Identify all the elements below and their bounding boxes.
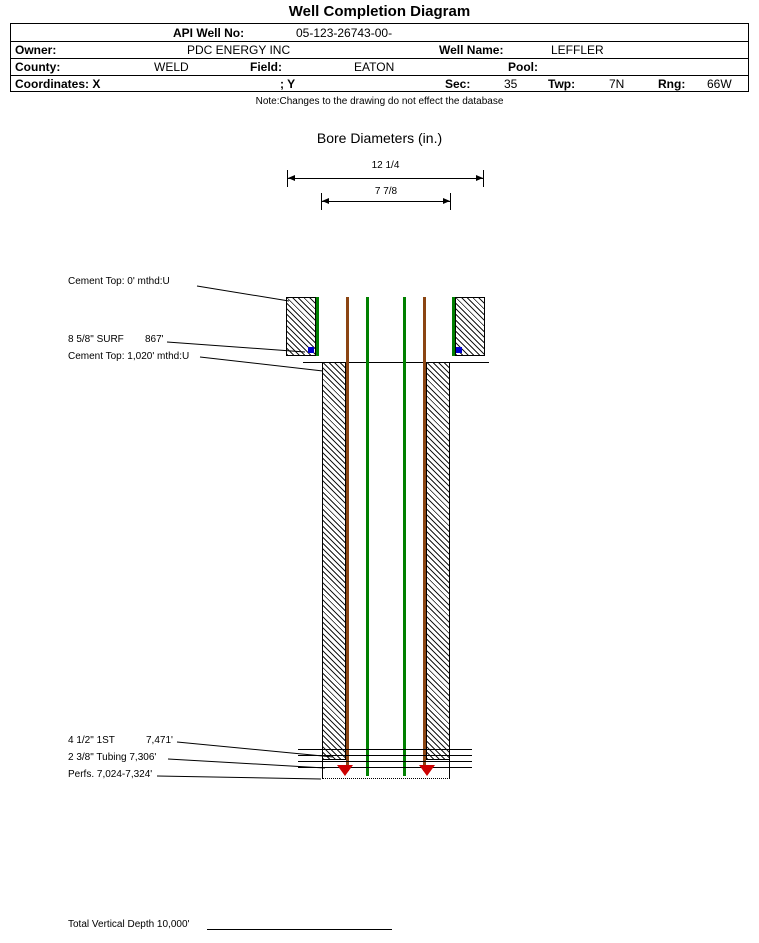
- cement-top-surface-label: Cement Top: 0' mthd:U: [68, 276, 170, 287]
- dim-tick-outer-left: [287, 170, 288, 187]
- dim-line-inner: [322, 201, 450, 202]
- casing-bottom-section: [322, 760, 450, 779]
- production-cement-left: [322, 362, 346, 760]
- surface-casing-line-left: [316, 297, 319, 356]
- perforation-line: [298, 755, 472, 756]
- sec-label: Sec:: [445, 77, 471, 91]
- perforation-line: [298, 767, 472, 768]
- perforations-label: Perfs. 7,024-7,324': [68, 769, 153, 780]
- table-row-divider: [11, 41, 748, 42]
- field-label: Field:: [250, 60, 282, 74]
- leader-cement-top-surface: [196, 285, 290, 302]
- well-name-label: Well Name:: [439, 43, 504, 57]
- perforation-line: [298, 761, 472, 762]
- production-cement-right: [426, 362, 450, 760]
- dim-arrow-inner-right: [443, 198, 450, 204]
- surface-casing-label: 8 5/8" SURF: [68, 334, 124, 345]
- table-row-divider: [11, 58, 748, 59]
- tubing-label: 2 3/8" Tubing 7,306': [68, 752, 157, 763]
- dim-arrow-outer-left: [288, 175, 295, 181]
- total-vertical-depth-label: Total Vertical Depth 10,000': [68, 919, 190, 930]
- database-note: Note:Changes to the drawing do not effec…: [255, 96, 504, 107]
- leader-cement-top-production: [199, 356, 324, 372]
- cement-top-production-label: Cement Top: 1,020' mthd:U: [68, 351, 190, 362]
- owner-value: PDC ENERGY INC: [187, 43, 291, 57]
- surface-casing-depth-label: 867': [145, 334, 164, 345]
- inner-bore-diameter-label: 7 7/8: [374, 186, 398, 197]
- tubing-line-right: [403, 297, 406, 776]
- outer-bore-diameter-label: 12 1/4: [371, 160, 400, 171]
- county-value: WELD: [154, 60, 189, 74]
- well-name-value: LEFFLER: [551, 43, 604, 57]
- dim-line-outer: [288, 178, 483, 179]
- perforation-line: [298, 749, 472, 750]
- tvd-line: [207, 929, 392, 930]
- api-well-no-label: API Well No:: [173, 26, 245, 40]
- pool-label: Pool:: [508, 60, 538, 74]
- well-info-table: API Well No: 05-123-26743-00- Owner: PDC…: [10, 23, 749, 92]
- twp-value: 7N: [609, 77, 625, 91]
- rng-value: 66W: [707, 77, 732, 91]
- dim-tick-inner-left: [321, 193, 322, 210]
- perforation-marker-left: [337, 765, 353, 776]
- sec-value: 35: [504, 77, 518, 91]
- surface-cement-right: [455, 297, 485, 356]
- api-well-no-value: 05-123-26743-00-: [296, 26, 393, 40]
- coordinates-label: Coordinates: X: [15, 77, 101, 91]
- surface-casing-line-right: [452, 297, 455, 356]
- surface-shoe-marker-right: [456, 347, 462, 353]
- surface-shoe-line: [303, 362, 489, 363]
- rng-label: Rng:: [658, 77, 686, 91]
- field-value: EATON: [354, 60, 395, 74]
- coordinates-y-label: ; Y: [280, 77, 296, 91]
- bore-diameters-heading: Bore Diameters (in.): [316, 130, 443, 146]
- production-casing-depth-label: 7,471': [146, 735, 173, 746]
- leader-perforations: [156, 775, 322, 780]
- table-row-divider: [11, 75, 748, 76]
- county-label: County:: [15, 60, 61, 74]
- twp-label: Twp:: [548, 77, 576, 91]
- surface-cement-left: [286, 297, 316, 356]
- production-casing-label: 4 1/2" 1ST: [68, 735, 115, 746]
- dim-tick-inner-right: [450, 193, 451, 210]
- owner-label: Owner:: [15, 43, 57, 57]
- dim-tick-outer-right: [483, 170, 484, 187]
- perforation-marker-right: [419, 765, 435, 776]
- production-casing-line-right: [423, 297, 426, 771]
- dim-arrow-inner-left: [322, 198, 329, 204]
- page-title: Well Completion Diagram: [288, 3, 471, 20]
- surface-shoe-marker-left: [308, 347, 314, 353]
- tubing-line-left: [366, 297, 369, 776]
- dim-arrow-outer-right: [476, 175, 483, 181]
- production-casing-line-left: [346, 297, 349, 771]
